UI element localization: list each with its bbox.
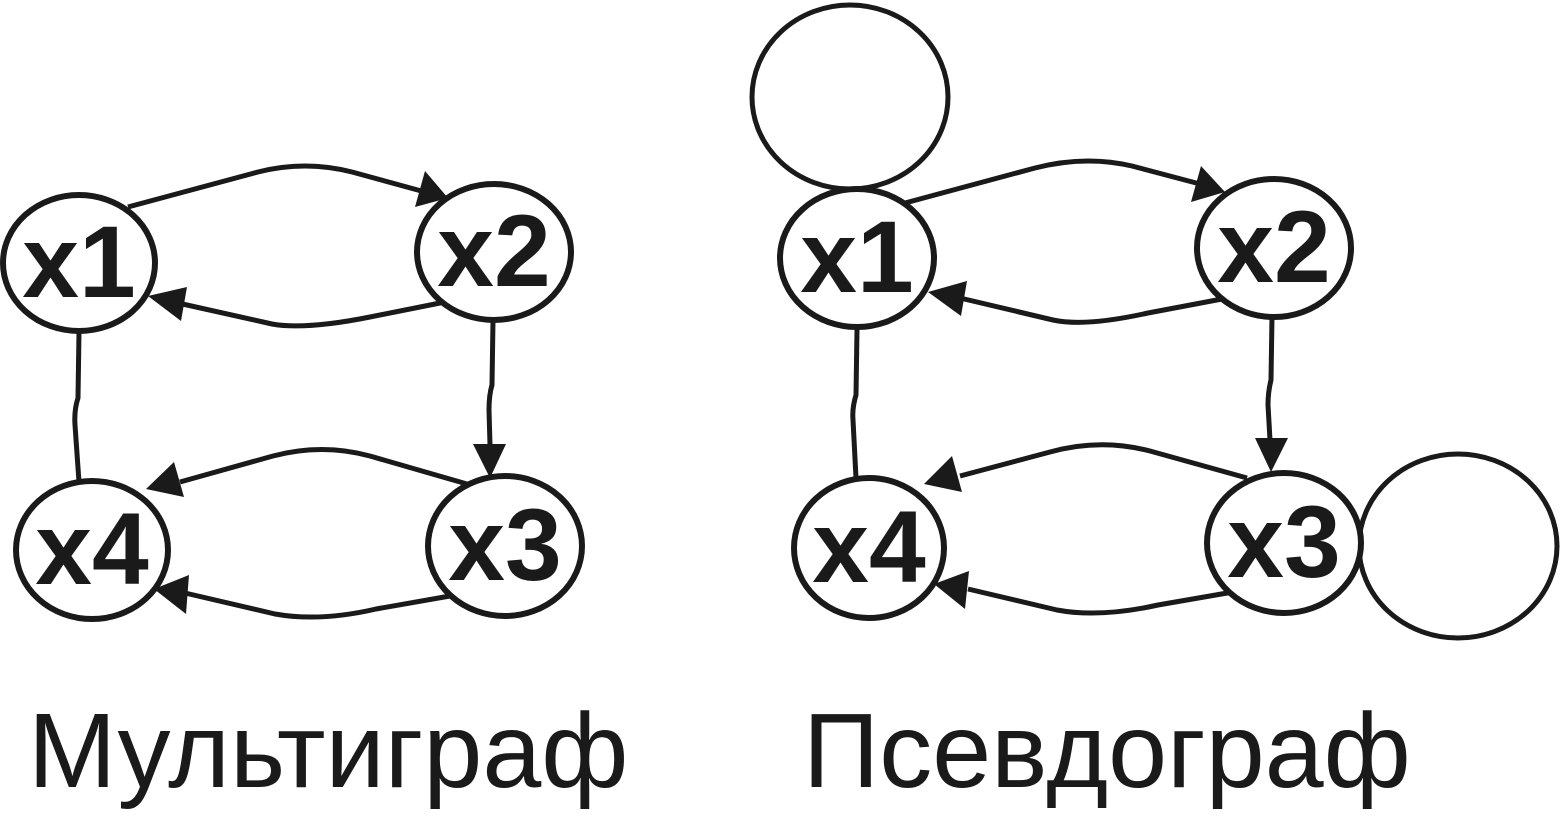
edge-x1-x2 (904, 158, 1201, 206)
node-x4: x4 (13, 478, 171, 622)
node-label-x2: x2 (437, 194, 550, 308)
edge-x2-x3 (1265, 316, 1275, 441)
caption-pseudograph: Псевдограф (803, 692, 1411, 810)
arrowhead-x2-x3 (1255, 438, 1288, 472)
node-x3: x3 (425, 473, 585, 619)
caption-multigraph: Мультиграф (28, 692, 629, 810)
edge-x2-x1 (959, 295, 1223, 325)
arrowhead-x1-x2 (415, 171, 448, 207)
arrowhead-x1-x2 (1191, 166, 1225, 202)
arrowhead-x2-x3 (473, 444, 506, 478)
node-label-x1: x1 (22, 205, 135, 319)
loop-x3 (1356, 451, 1560, 641)
node-x4: x4 (791, 475, 947, 621)
arrowhead-x2-x1 (148, 287, 187, 321)
pseudograph: x1 x2 x3 x4 (749, 2, 1560, 641)
arrowhead-x3-x4-lower (934, 571, 969, 609)
node-label-x4: x4 (812, 490, 926, 604)
edge-x3-x4-lower (184, 590, 451, 620)
arrowhead-x3-x4 (146, 462, 184, 497)
arrowhead-x3-x4 (924, 456, 962, 492)
edge-x3-x4 (959, 442, 1248, 481)
node-label-x3: x3 (1227, 485, 1340, 599)
node-x3: x3 (1204, 470, 1364, 616)
edge-x3-x4-lower (967, 586, 1234, 616)
edge-x2-x3 (486, 319, 496, 446)
node-label-x4: x4 (35, 492, 149, 606)
node-label-x1: x1 (800, 200, 913, 314)
edge-x1-x4 (850, 328, 860, 479)
node-x1: x1 (777, 186, 937, 330)
arrowhead-x3-x4-lower (154, 575, 189, 614)
loop-x1 (749, 2, 951, 192)
node-x2: x2 (414, 181, 574, 323)
edge-x1-x2 (127, 163, 426, 210)
edge-x1-x4 (72, 331, 82, 483)
arrowhead-x2-x1 (928, 281, 967, 316)
edge-x2-x1 (177, 299, 446, 329)
node-label-x3: x3 (448, 488, 561, 602)
node-x2: x2 (1194, 176, 1354, 320)
node-x1: x1 (0, 192, 158, 334)
multigraph: x1 x2 x3 x4 (0, 163, 585, 622)
node-label-x2: x2 (1217, 190, 1330, 304)
edge-x3-x4 (179, 447, 468, 487)
